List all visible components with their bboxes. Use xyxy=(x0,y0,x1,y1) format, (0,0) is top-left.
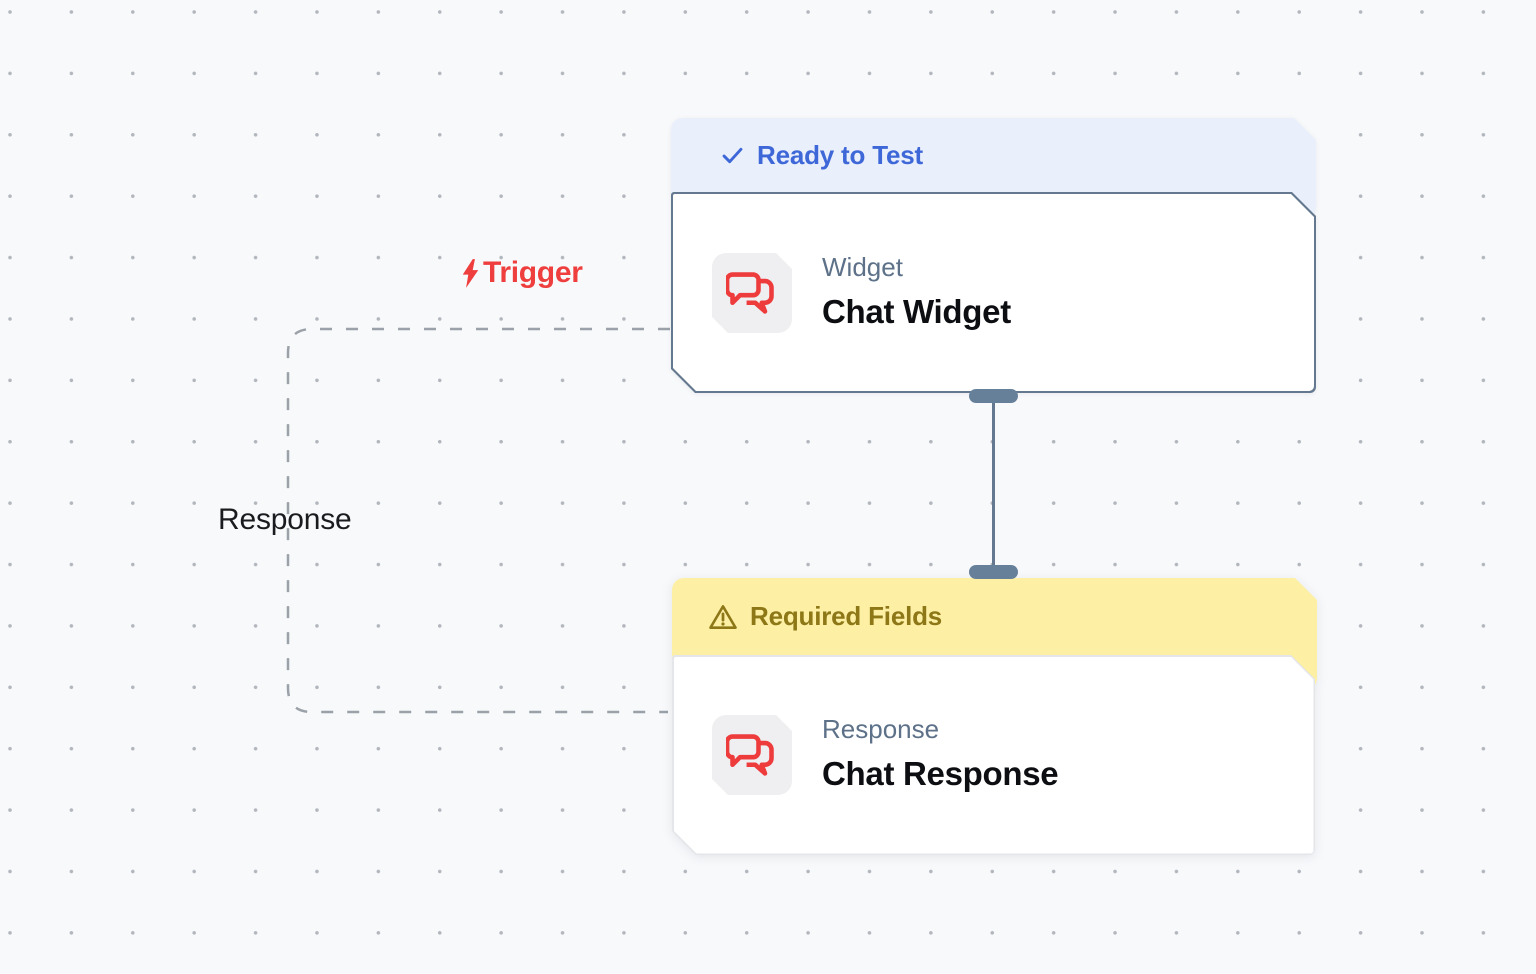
node-chat-response[interactable]: Required Fields Response Chat Response xyxy=(672,578,1317,855)
node-title: Chat Response xyxy=(822,755,1059,793)
input-handle[interactable] xyxy=(969,565,1018,579)
node-type-label: Widget xyxy=(822,252,903,282)
node-card[interactable]: Widget Chat Widget xyxy=(671,192,1316,393)
output-handle[interactable] xyxy=(969,389,1018,403)
node-icon-tile xyxy=(712,715,792,795)
status-badge-label: Required Fields xyxy=(750,601,943,631)
warning-triangle-icon xyxy=(708,603,738,631)
chat-bubbles-icon xyxy=(726,729,778,781)
status-badge-label: Ready to Test xyxy=(757,139,923,170)
node-title: Chat Widget xyxy=(822,293,1011,331)
chat-bubbles-icon xyxy=(726,267,778,319)
node-card[interactable]: Response Chat Response xyxy=(672,655,1315,855)
trigger-label: Trigger xyxy=(459,256,583,290)
lightning-bolt-icon xyxy=(462,258,479,288)
node-icon-tile xyxy=(712,253,792,333)
node-chat-widget[interactable]: Ready to Test Widget Chat Widget xyxy=(671,118,1316,393)
node-type-label: Response xyxy=(822,714,940,744)
response-edge[interactable] xyxy=(286,327,670,714)
check-icon xyxy=(719,142,746,169)
trigger-label-text: Trigger xyxy=(483,256,583,289)
response-label: Response xyxy=(218,503,352,537)
response-label-text: Response xyxy=(218,503,352,536)
